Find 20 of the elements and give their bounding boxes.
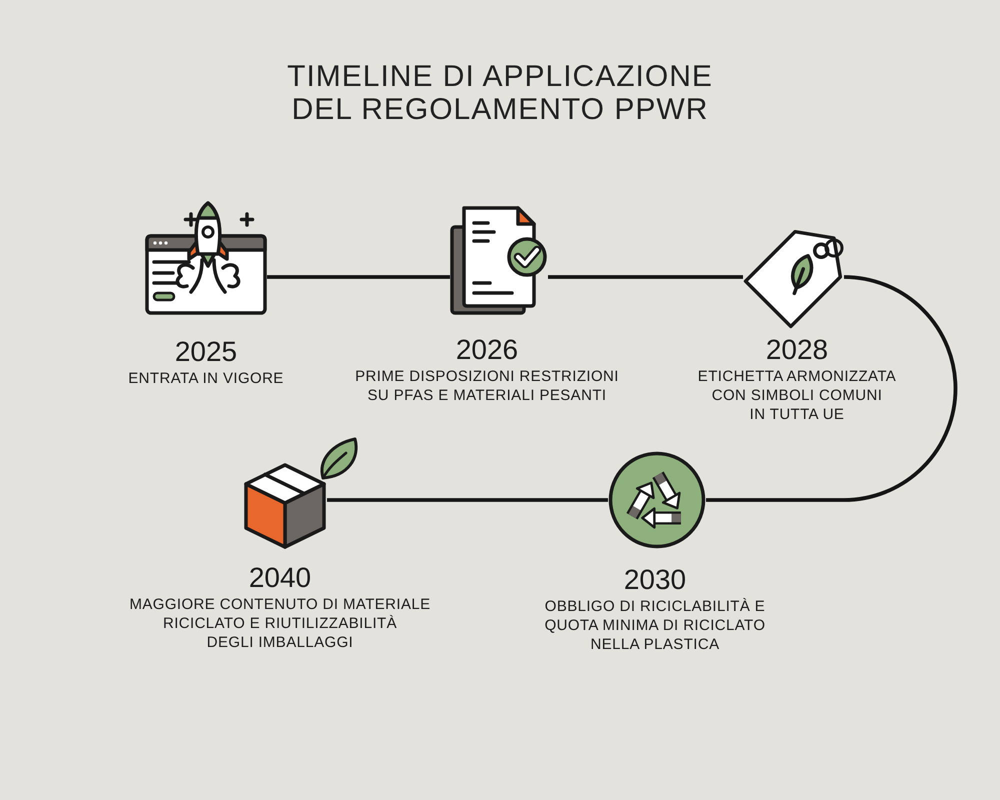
milestone-description: ENTRATA IN VIGORE — [128, 369, 284, 388]
recycle-icon — [608, 451, 706, 549]
year-label: 2025 — [174, 337, 238, 367]
milestone-description: ETICHETTA ARMONIZZATA CON SIMBOLI COMUNI IN TUTTA UE — [698, 367, 896, 424]
timeline-line — [706, 275, 958, 502]
milestone-description: MAGGIORE CONTENUTO DI MATERIALE RICICLATO E RIUTILIZZABILITÀ DEGLI IMBALLAGGI — [129, 595, 431, 652]
timeline-line — [327, 498, 608, 502]
cardboard-box-icon — [242, 462, 327, 550]
year-label: 2030 — [624, 565, 686, 595]
timeline-line — [267, 275, 450, 279]
milestone-description: PRIME DISPOSIZIONI RESTRIZIONI SU PFAS E MATERIALI PESANTI — [355, 367, 619, 405]
document-check-icon — [450, 205, 548, 315]
timeline-line — [548, 275, 743, 279]
year-label: 2026 — [456, 335, 518, 365]
milestone-description: OBBLIGO DI RICICLABILITÀ E QUOTA MINIMA DI RICICLATO NELLA PLASTICA — [544, 597, 766, 654]
rocket-launch-icon — [145, 200, 267, 316]
leaf-tag-icon — [743, 229, 844, 329]
title: TIMELINE DI APPLICAZIONE DEL REGOLAMENTO PPWR — [287, 60, 713, 126]
year-label: 2028 — [766, 335, 828, 365]
year-label: 2040 — [248, 563, 312, 593]
